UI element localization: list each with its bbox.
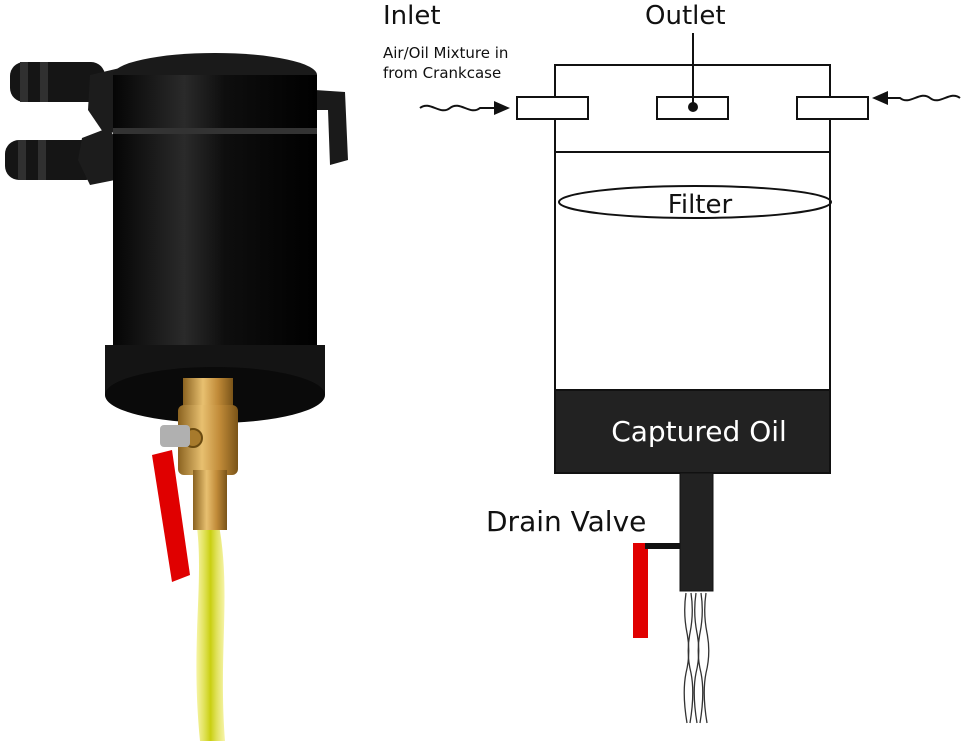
inlet-port-left bbox=[516, 96, 589, 120]
mixture-label-line2: from Crankcase bbox=[383, 64, 501, 82]
drain-valve-label: Drain Valve bbox=[486, 505, 646, 538]
outlet-label: Outlet bbox=[645, 1, 726, 31]
captured-oil-label: Captured Oil bbox=[611, 415, 787, 448]
captured-oil-region bbox=[554, 389, 831, 474]
filter-label: Filter bbox=[668, 190, 733, 220]
oil-catch-can-photo bbox=[5, 53, 348, 741]
oil-stream bbox=[196, 520, 225, 741]
drip-lines bbox=[683, 592, 710, 724]
inlet-label: Inlet bbox=[383, 1, 441, 31]
brass-drain-fitting bbox=[183, 378, 233, 408]
mixture-label-line1: Air/Oil Mixture in bbox=[383, 44, 508, 62]
drain-pipe bbox=[679, 472, 714, 592]
catch-can-schematic: Inlet Outlet Air/Oil Mixture in from Cra… bbox=[383, 1, 961, 724]
wavy-arrow-icon bbox=[419, 101, 510, 115]
inlet-port-right bbox=[796, 96, 869, 120]
wavy-arrow-icon bbox=[872, 91, 961, 105]
drain-valve-connector bbox=[648, 543, 680, 549]
filter-ellipse bbox=[558, 185, 832, 219]
drain-valve-handle bbox=[633, 543, 648, 638]
red-valve-handle bbox=[152, 425, 190, 582]
mounting-bracket bbox=[315, 90, 348, 165]
